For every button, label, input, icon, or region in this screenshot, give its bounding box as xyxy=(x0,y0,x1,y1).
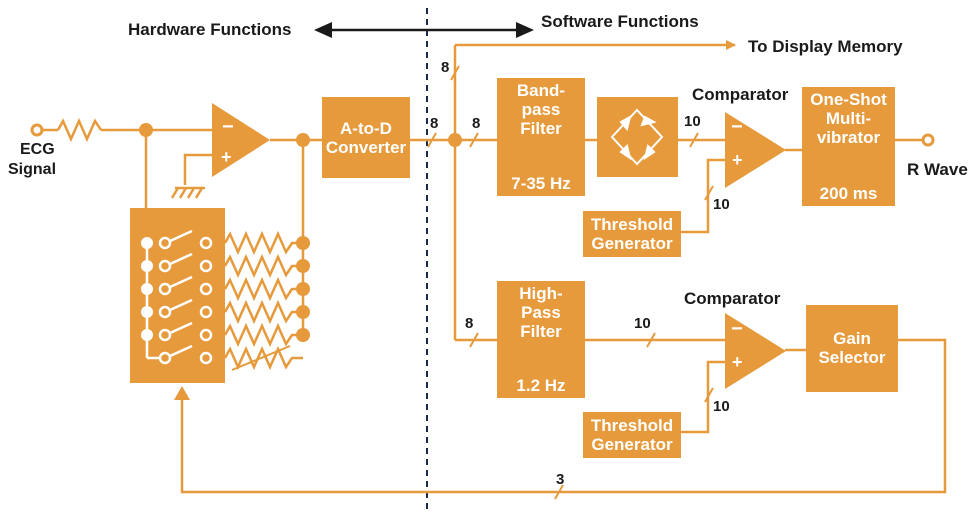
highpass-line2: Pass xyxy=(521,303,561,322)
gain-selector-block: Gain Selector xyxy=(806,305,898,392)
threshold-generator-top: Threshold Generator xyxy=(583,211,681,257)
bus-width-adc-out: 8 xyxy=(430,115,439,132)
amp-minus-sign: − xyxy=(222,116,234,138)
bandpass-filter-block: Band- pass Filter 7-35 Hz xyxy=(497,78,585,196)
adc-block: A-to-D Converter xyxy=(322,97,410,178)
gain-line2: Selector xyxy=(818,348,886,367)
bus-width-threshold2-out: 10 xyxy=(713,398,730,415)
ladder-junctions xyxy=(296,236,310,342)
amp-plus-sign: + xyxy=(221,147,232,167)
comparator-bottom-minus: − xyxy=(731,318,743,340)
bandpass-line1: Band- xyxy=(516,81,566,100)
ground-icon xyxy=(170,186,205,199)
bus-slashes xyxy=(427,65,714,500)
diode-bridge-icon xyxy=(610,108,664,166)
rectifier-block xyxy=(597,97,678,177)
bus-width-highpass-out: 10 xyxy=(634,315,651,332)
ecg-label: ECG xyxy=(20,141,55,158)
switch-rows xyxy=(141,229,213,365)
software-functions-label: Software Functions xyxy=(541,12,699,31)
highpass-line1: High- xyxy=(519,284,563,303)
junction-dot xyxy=(448,133,462,147)
oneshot-line3: vibrator xyxy=(816,128,881,147)
comparator-gain xyxy=(725,313,786,389)
bandpass-line2: pass xyxy=(521,100,561,119)
resistor-ladder xyxy=(223,230,303,371)
bandpass-line3: Filter xyxy=(520,119,562,138)
highpass-line3: Filter xyxy=(520,322,562,341)
threshold1-line1: Threshold xyxy=(590,215,674,234)
comparator-bottom-plus: + xyxy=(732,352,743,372)
bandpass-frequency: 7-35 Hz xyxy=(511,174,571,193)
bus-width-rectifier-out: 10 xyxy=(684,113,701,130)
bus-width-display: 8 xyxy=(441,59,450,76)
highpass-frequency: 1.2 Hz xyxy=(516,376,566,395)
threshold2-line1: Threshold xyxy=(590,416,674,435)
oneshot-line2: Multi- xyxy=(825,109,872,128)
threshold1-line2: Generator xyxy=(591,234,673,253)
junction-dot xyxy=(296,133,310,147)
input-amplifier xyxy=(212,103,270,177)
signal-label: Signal xyxy=(8,161,57,178)
highpass-filter-block: High- Pass Filter 1.2 Hz xyxy=(497,281,585,398)
bus-width-feedback: 3 xyxy=(556,471,565,488)
hardware-functions-label: Hardware Functions xyxy=(128,20,292,39)
bus-width-bandpass-in: 8 xyxy=(472,115,481,132)
threshold2-line2: Generator xyxy=(591,435,673,454)
junction-dot xyxy=(139,123,153,137)
comparator-top-minus: − xyxy=(731,116,743,138)
bus-width-threshold1-out: 10 xyxy=(713,196,730,213)
adc-line1: A-to-D xyxy=(340,119,392,138)
r-wave-output-terminal xyxy=(921,133,935,147)
comparator-r-wave xyxy=(725,112,786,188)
oneshot-line1: One-Shot xyxy=(810,90,887,109)
header-double-arrow xyxy=(314,22,534,38)
threshold-generator-bottom: Threshold Generator xyxy=(583,412,681,458)
adc-line2: Converter xyxy=(325,138,407,157)
gain-line1: Gain xyxy=(833,329,871,348)
comparator-bottom-label: Comparator xyxy=(684,289,781,308)
oneshot-duration: 200 ms xyxy=(819,184,878,203)
comparator-top-label: Comparator xyxy=(692,85,789,104)
to-display-memory-label: To Display Memory xyxy=(748,37,903,56)
feedback-arrow-icon xyxy=(174,386,190,400)
comparator-top-plus: + xyxy=(732,150,743,170)
bus-width-highpass-in: 8 xyxy=(465,315,474,332)
one-shot-block: One-Shot Multi- vibrator 200 ms xyxy=(802,87,895,206)
r-wave-label: R Wave xyxy=(907,160,968,179)
signal-wires xyxy=(43,40,947,494)
ecg-input-terminal xyxy=(30,123,44,137)
